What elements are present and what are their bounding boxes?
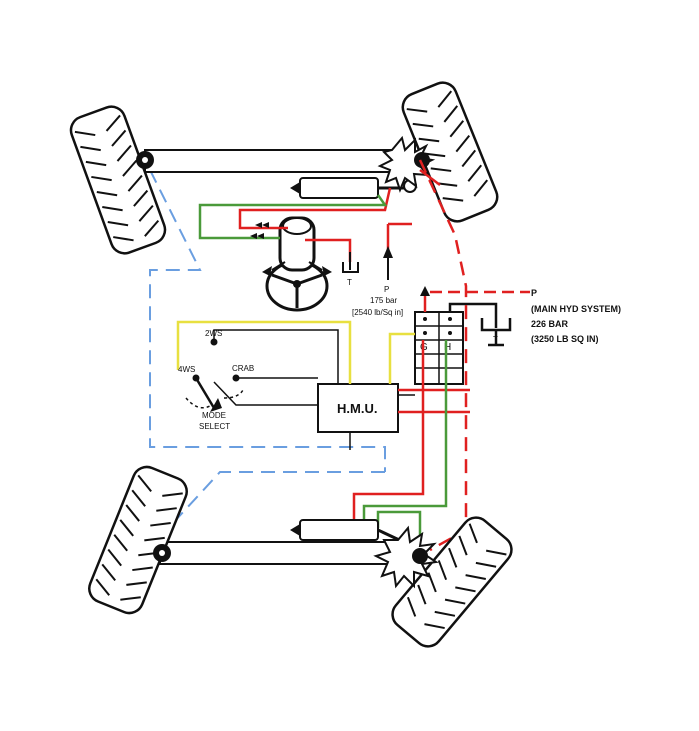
yellow-wiring	[176, 320, 415, 384]
mode-crab-label: CRAB	[232, 364, 254, 373]
rear-right-wheel	[391, 516, 513, 648]
main-psi-label: (3250 LB SQ IN)	[531, 334, 599, 344]
main-p-label: P	[531, 288, 537, 298]
mode-select-switch	[185, 338, 245, 412]
front-axle-assembly	[144, 149, 417, 199]
main-pressure-line	[420, 286, 530, 312]
tank-left-icon	[342, 252, 359, 273]
mode-2ws-label: 2WS	[205, 329, 222, 338]
mode-4ws-label: 4WS	[178, 365, 195, 374]
front-green-lines	[198, 194, 388, 240]
left-pressure-psi: [2540 lb/Sq in]	[352, 308, 403, 317]
valve-return-line	[448, 302, 512, 347]
rear-axle-assembly	[159, 519, 421, 565]
left-pressure-line	[383, 222, 412, 280]
front-left-hub-center	[142, 157, 148, 163]
red-dashed-diagonal	[418, 159, 468, 552]
left-pressure-p: P	[384, 285, 389, 294]
hmu-red-lines	[352, 340, 470, 528]
valve-h-label: H	[444, 342, 451, 353]
hmu-box	[317, 383, 399, 433]
mode-select-line1: MODE	[202, 411, 226, 420]
small-check-icons	[250, 222, 269, 239]
main-bar-label: 226 BAR	[531, 319, 569, 329]
rear-left-hub-center	[159, 550, 165, 556]
tank-left-label: T	[347, 278, 352, 287]
mode-wiring	[213, 329, 415, 450]
hmu-label: H.M.U.	[337, 401, 377, 416]
rear-left-wheel	[88, 465, 188, 615]
tank-right-label: T	[493, 335, 498, 344]
steering-wheel-icon	[262, 216, 332, 312]
rear-right-gear-icon	[373, 525, 439, 589]
main-system-label: (MAIN HYD SYSTEM)	[531, 304, 621, 314]
mode-select-line2: SELECT	[199, 422, 230, 431]
left-pressure-bar: 175 bar	[370, 296, 397, 305]
front-right-gear-icon	[377, 135, 436, 193]
front-left-wheel	[69, 105, 167, 255]
front-right-wheel	[401, 81, 499, 223]
